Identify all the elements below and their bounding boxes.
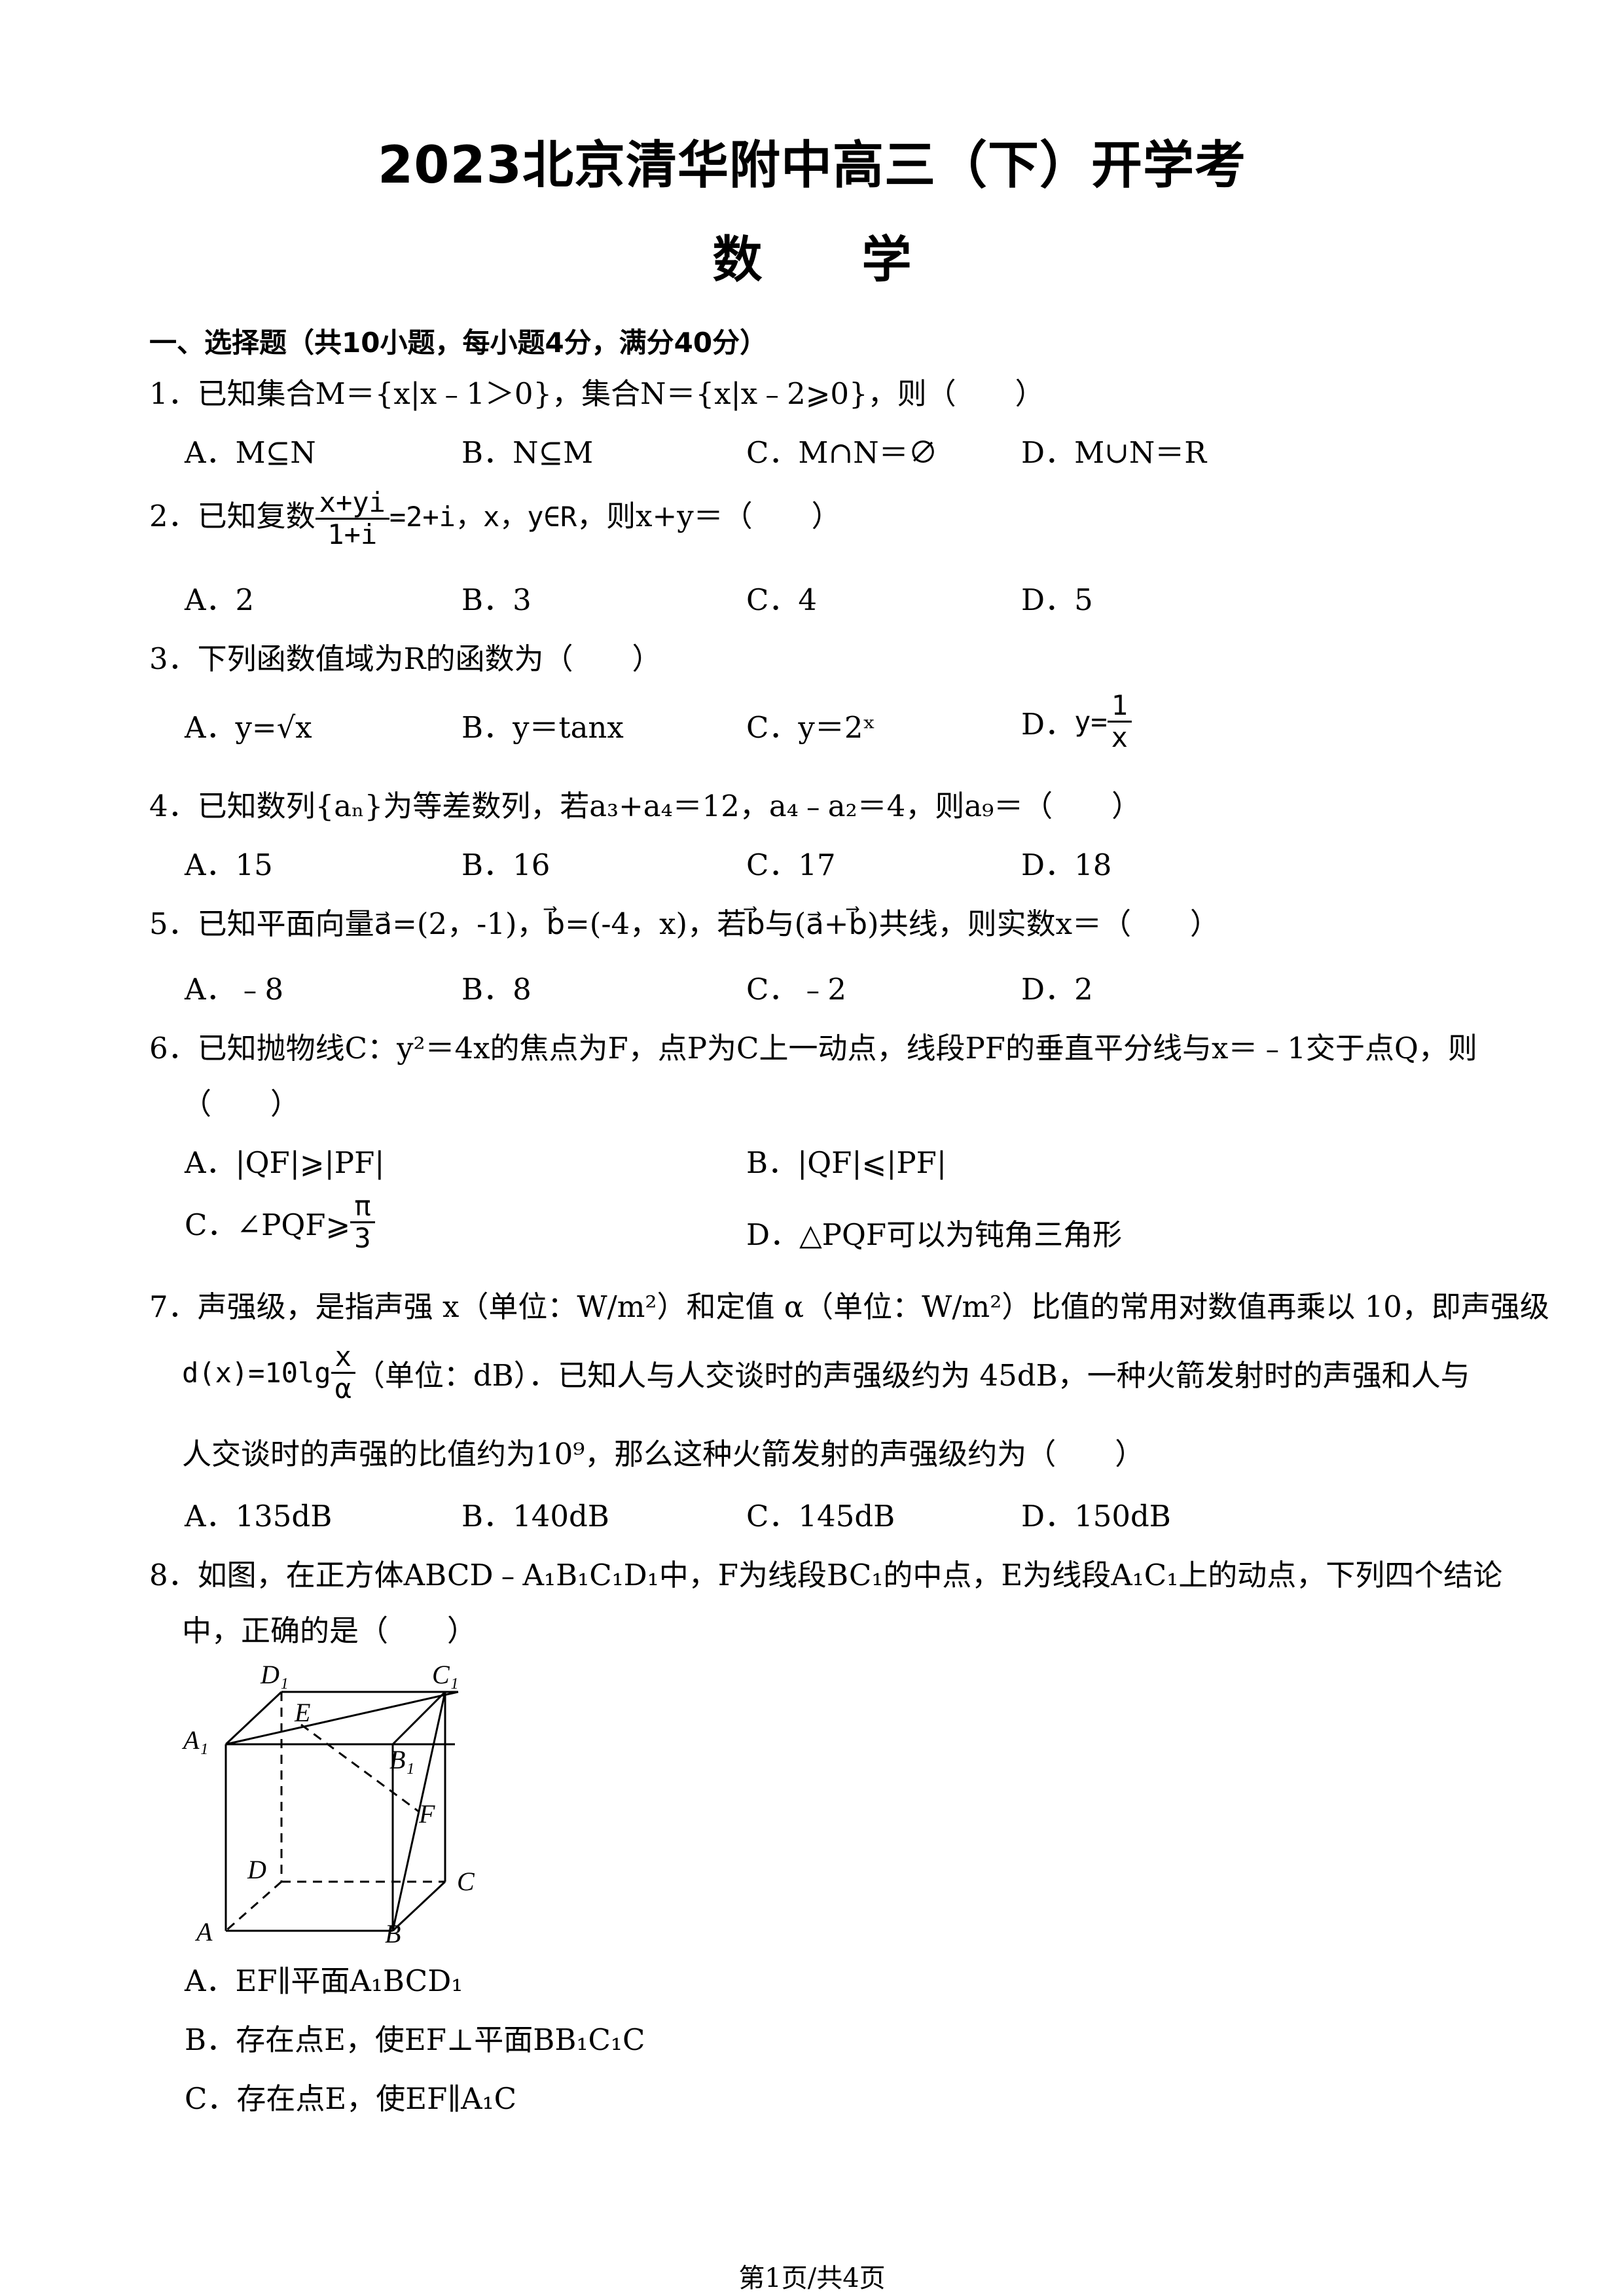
q2-option-c: C．4	[746, 583, 818, 617]
question-text: 已知集合M＝{x|x﹣1＞0}，集合N＝{x|x﹣2⩾0}，则（ ）	[197, 376, 1045, 411]
hidden-edge-da	[225, 1880, 282, 1932]
question-number: 6．	[149, 1031, 198, 1066]
q5-option-a: A．﹣8	[185, 972, 284, 1007]
question-5: 5．已知平面向量a⃗=(2，-1)，b⃗=(-4，x)，若b⃗与(a⃗+b⃗)共…	[149, 900, 1219, 942]
fraction-numerator: π	[350, 1191, 375, 1224]
question-number: 3．	[149, 641, 198, 676]
q2-option-b: B．3	[461, 583, 532, 617]
question-text: 已知复数	[197, 499, 316, 534]
section-heading: 一、选择题（共10小题，每小题4分，满分40分）	[149, 327, 768, 359]
q1-option-c: C．M∩N＝∅	[746, 435, 938, 470]
math-expression: y=	[1074, 706, 1108, 738]
question-7-line-3: 人交谈时的声强的比值约为10⁹，那么这种火箭发射的声强级约为（ ）	[182, 1437, 1145, 1471]
edge-a1d1	[225, 1691, 283, 1746]
q8-option-b: B．存在点E，使EF⊥平面BB₁C₁C	[185, 2022, 645, 2057]
question-text: 已知数列{aₙ}为等差数列，若a₃+a₄＝12，a₄﹣a₂＝4，则a₉＝（ ）	[197, 789, 1142, 823]
fraction-denominator: α	[334, 1372, 352, 1405]
q7-option-a: A．135dB	[185, 1499, 333, 1534]
subject-title: 数 学	[712, 230, 912, 289]
option-label: D．	[1021, 707, 1075, 742]
q4-option-a: A．15	[185, 848, 273, 882]
q2-option-a: A．2	[185, 583, 255, 617]
question-text: ，则x+y＝（ ）	[577, 499, 841, 534]
question-text: （单位：dB）．已知人与人交谈时的声强级约为 45dB，一种火箭发射时的声强和人…	[355, 1358, 1470, 1393]
q6-option-b: B．|QF|⩽|PF|	[746, 1145, 947, 1180]
fraction-numerator: 1	[1107, 690, 1132, 723]
question-number: 4．	[149, 789, 198, 823]
label-c: C	[457, 1867, 475, 1896]
question-8: 8．如图，在正方体ABCD﹣A₁B₁C₁D₁中，F为线段BC₁的中点，E为线段A…	[149, 1551, 1502, 1594]
question-number: 8．	[149, 1558, 198, 1592]
segment-ef	[300, 1723, 420, 1813]
q8-option-c: C．存在点E，使EF∥A₁C	[185, 2081, 517, 2116]
question-8-continued: 中，正确的是（ ）	[182, 1613, 477, 1648]
fraction-denominator: x	[1111, 721, 1128, 754]
question-4: 4．已知数列{aₙ}为等差数列，若a₃+a₄＝12，a₄﹣a₂＝4，则a₉＝（ …	[149, 782, 1141, 825]
fraction-numerator: x+yi	[315, 487, 389, 520]
question-6-continued: （ ）	[182, 1086, 300, 1121]
question-number: 2．	[149, 499, 198, 534]
label-c1: C₁	[432, 1660, 459, 1689]
label-a: A	[194, 1917, 213, 1944]
q4-option-b: B．16	[461, 848, 550, 882]
question-6: 6．已知抛物线C：y²＝4x的焦点为F，点P为C上一动点，线段PF的垂直平分线与…	[149, 1024, 1477, 1067]
q3-option-b: B．y＝tanx	[461, 710, 624, 745]
formula: d(x)=10lg	[182, 1357, 331, 1390]
q4-option-c: C．17	[746, 848, 836, 882]
option-label: C．∠PQF⩾	[185, 1208, 351, 1243]
edge-b1c1	[391, 1691, 446, 1746]
page-title: 2023北京清华附中高三（下）开学考	[377, 136, 1247, 195]
question-1: 1．已知集合M＝{x|x﹣1＞0}，集合N＝{x|x﹣2⩾0}，则（ ）	[149, 370, 1045, 412]
label-f: F	[418, 1799, 435, 1829]
question-text: 下列函数值域为R的函数为（ ）	[197, 641, 662, 676]
q3-option-c: C．y＝2ˣ	[746, 710, 876, 745]
question-7: 7．声强级，是指声强 x（单位：W/m²）和定值 α（单位：W/m²）比值的常用…	[149, 1283, 1549, 1325]
label-a1: A₁	[181, 1725, 208, 1755]
fraction-numerator: x	[331, 1341, 355, 1374]
q6-option-d: D．△PQF可以为钝角三角形	[746, 1217, 1123, 1252]
q1-option-b: B．N⊆M	[461, 435, 594, 470]
cube-diagram: D₁ C₁ A₁ E B₁ F D C A B	[181, 1660, 475, 1944]
math-expression: =2+i，x，y∈R	[389, 501, 577, 533]
q4-option-d: D．18	[1021, 848, 1112, 882]
question-number: 7．	[149, 1289, 198, 1324]
q6-option-a: A．|QF|⩾|PF|	[185, 1145, 385, 1180]
page-footer: 第1页/共4页	[738, 2263, 886, 2293]
question-text: 已知平面向量a⃗=(2，-1)，b⃗=(-4，x)，若b⃗与(a⃗+b⃗)共线，…	[197, 906, 1219, 941]
q2-option-d: D．5	[1021, 583, 1093, 617]
label-b1: B₁	[389, 1745, 414, 1774]
label-e: E	[294, 1698, 310, 1727]
fraction-denominator: 1+i	[327, 518, 378, 551]
q5-option-b: B．8	[461, 972, 532, 1007]
q8-option-a: A．EF∥平面A₁BCD₁	[185, 1964, 463, 1998]
q7-option-b: B．140dB	[461, 1499, 609, 1534]
q7-option-d: D．150dB	[1021, 1499, 1171, 1534]
question-text: 如图，在正方体ABCD﹣A₁B₁C₁D₁中，F为线段BC₁的中点，E为线段A₁C…	[197, 1558, 1503, 1592]
question-text: 已知抛物线C：y²＝4x的焦点为F，点P为C上一动点，线段PF的垂直平分线与x＝…	[197, 1031, 1477, 1066]
q1-option-d: D．M∪N＝R	[1021, 435, 1207, 470]
question-number: 5．	[149, 906, 198, 941]
q7-option-c: C．145dB	[746, 1499, 895, 1534]
q5-option-c: C．﹣2	[746, 972, 847, 1007]
label-b: B	[385, 1919, 401, 1944]
q1-option-a: A．M⊆N	[185, 435, 316, 470]
edge-bc	[391, 1880, 446, 1932]
label-d1: D₁	[260, 1660, 289, 1689]
fraction-denominator: 3	[354, 1222, 371, 1255]
segment-a1c1	[225, 1691, 459, 1746]
q5-option-d: D．2	[1021, 972, 1093, 1007]
question-3: 3．下列函数值域为R的函数为（ ）	[149, 635, 662, 677]
q3-option-a: A．y=√x	[185, 710, 312, 745]
question-number: 1．	[149, 376, 198, 411]
question-text: 声强级，是指声强 x（单位：W/m²）和定值 α（单位：W/m²）比值的常用对数…	[197, 1289, 1549, 1324]
label-d: D	[247, 1855, 266, 1884]
